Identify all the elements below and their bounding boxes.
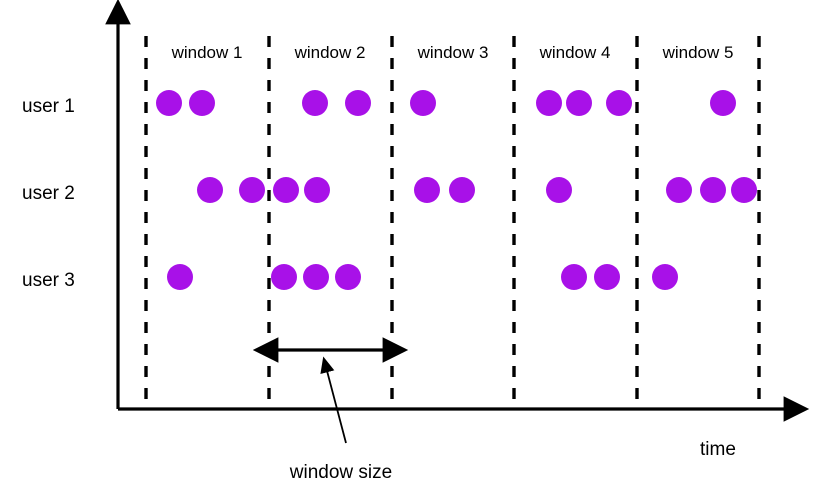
event-dot-u1-1 <box>156 90 182 116</box>
row-label-user-2: user 2 <box>22 183 75 204</box>
event-dot-u3-7 <box>652 264 678 290</box>
event-dot-u2-10 <box>731 177 757 203</box>
window-label-2: window 2 <box>294 43 366 62</box>
event-dots <box>156 90 757 290</box>
event-dot-u2-6 <box>449 177 475 203</box>
window-label-3: window 3 <box>417 43 489 62</box>
event-dot-u1-2 <box>189 90 215 116</box>
event-dot-u3-3 <box>303 264 329 290</box>
event-dot-u1-9 <box>710 90 736 116</box>
event-dot-u2-1 <box>197 177 223 203</box>
window-size-pointer-line <box>320 356 347 444</box>
event-dot-u1-7 <box>566 90 592 116</box>
window-size-annotation: window size <box>252 337 409 483</box>
event-dot-u2-8 <box>666 177 692 203</box>
row-label-user-1: user 1 <box>22 96 75 117</box>
window-size-label: window size <box>289 462 392 483</box>
event-dot-u1-8 <box>606 90 632 116</box>
event-dot-u3-1 <box>167 264 193 290</box>
event-dot-u2-7 <box>546 177 572 203</box>
window-label-1: window 1 <box>171 43 243 62</box>
event-dot-u2-4 <box>304 177 330 203</box>
window-boundaries <box>144 36 761 404</box>
window-label-4: window 4 <box>539 43 611 62</box>
event-dot-u2-3 <box>273 177 299 203</box>
event-dot-u2-5 <box>414 177 440 203</box>
event-dot-u1-3 <box>302 90 328 116</box>
x-axis-label: time <box>700 439 736 460</box>
event-dot-u2-9 <box>700 177 726 203</box>
event-dot-u1-4 <box>345 90 371 116</box>
event-dot-u3-5 <box>561 264 587 290</box>
event-dot-u3-2 <box>271 264 297 290</box>
event-dot-u1-5 <box>410 90 436 116</box>
event-dot-u3-4 <box>335 264 361 290</box>
axes: time <box>105 0 810 460</box>
event-dot-u3-6 <box>594 264 620 290</box>
row-label-user-3: user 3 <box>22 270 75 291</box>
event-dot-u1-6 <box>536 90 562 116</box>
row-labels: user 1 user 2 user 3 <box>22 96 75 291</box>
window-label-5: window 5 <box>662 43 734 62</box>
window-labels: window 1 window 2 window 3 window 4 window 5 <box>171 43 734 62</box>
event-dot-u2-2 <box>239 177 265 203</box>
